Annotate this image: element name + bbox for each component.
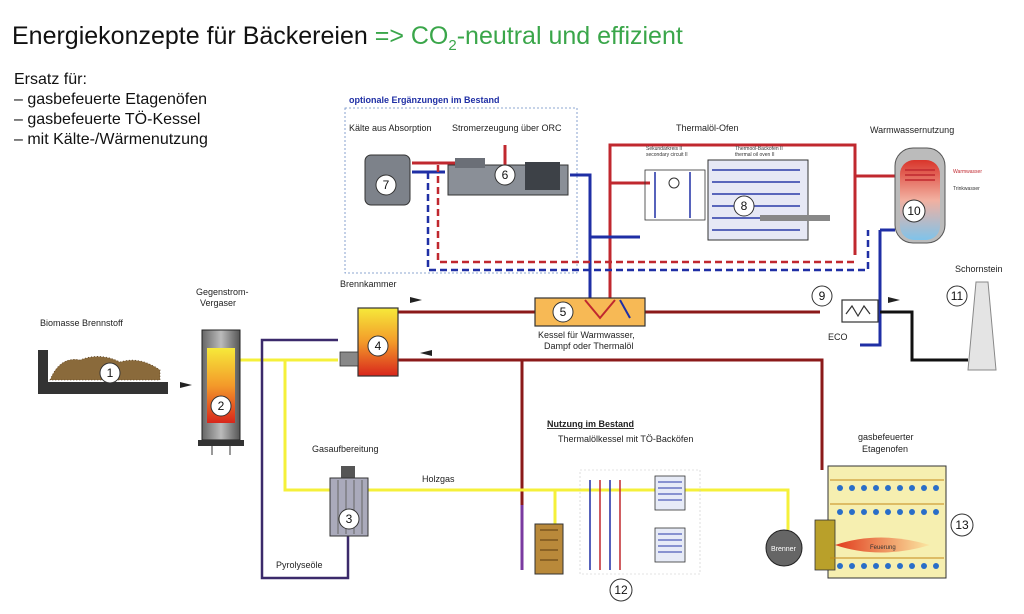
biomass-label: Biomasse Brennstoff [40,318,123,328]
thermoil-oven-label: Thermoöl-Backofen II [735,146,783,152]
arrow-in [420,350,432,356]
title-subscript: 2 [448,37,457,54]
pipe-blue-oven-return [588,235,640,300]
intro-heading: Ersatz für: [14,71,87,88]
badge-2-label: 2 [218,399,225,413]
deck-oven-label-1: gasbefeuerter [858,432,914,442]
chimney-label: Schornstein [955,264,1003,274]
economizer: 9 [811,285,879,323]
title-main: Energiekonzepte für Bäckereien [12,22,368,50]
pipe-blue-eco [860,230,882,347]
optional-group-box [344,107,578,274]
pipe-red-warmwater [853,174,895,255]
firing-label: Feuerung [870,545,896,551]
orc-label: Stromerzeugung über ORC [452,123,562,133]
gas-treatment-unit: 3 [329,466,369,537]
pipe-flue-gas [880,310,968,362]
badge-10-label: 10 [907,204,921,218]
secondary-circuit-label: Sekundärkreis II [646,146,682,152]
warmwasser-label: Warmwasser [953,169,982,175]
pipe-pyrolysis-oil [260,338,350,580]
badge-3 [338,508,360,530]
pipe-blue-orc [570,173,592,238]
pyrolysis-label: Pyrolyseöle [276,560,323,570]
intro-item-3: – mit Kälte-/Wärmenutzung [14,131,208,148]
gasifier-label-1: Gegenstrom- [196,287,249,297]
badge-2 [210,395,232,417]
badge-1-label: 1 [107,366,114,380]
biomass-store: 1 [38,350,168,394]
arrow-out [410,297,422,303]
pipe-dashed-blue [426,172,870,272]
eco-label: ECO [828,332,848,342]
page-title: Energiekonzepte für Bäckereien => CO2-ne… [12,22,683,54]
badge-13 [950,513,974,537]
orc-unit: 6 [447,158,569,196]
secondary-circuit-en-label: secondary circuit II [646,152,688,158]
wood-gas-label: Holzgas [422,474,455,484]
badge-6 [494,164,516,186]
deck-oven: 13 [765,465,974,579]
pipe-dashed-red [436,165,857,264]
arrow-biomass [180,382,192,388]
title-arrow-part: => CO [374,22,449,50]
gas-treatment-label: Gasaufbereitung [312,444,379,454]
badge-4 [367,335,389,357]
boiler-label-1: Kessel für Warmwasser, [538,330,635,340]
pipe-gas-to-treatment [283,360,330,492]
absorption-label: Kälte aus Absorption [349,123,432,133]
badge-9-label: 9 [819,289,826,303]
title-accent: => CO2-neutral und effizient [374,22,683,54]
title-rest: -neutral und effizient [456,22,683,50]
badge-7-label: 7 [383,178,390,192]
badge-12 [609,578,633,602]
badge-8 [733,195,755,217]
badge-12-label: 12 [614,583,628,597]
warm-water-label: Warmwassernutzung [870,125,954,135]
pipe-holzgas [368,488,790,530]
badge-10 [902,199,926,223]
badge-6-label: 6 [502,168,509,182]
trinkwasser-label: Trinkwasser [953,186,980,192]
badge-11-label: 11 [951,289,964,303]
deck-oven-label-2: Etagenofen [862,444,908,454]
badge-7 [375,174,397,196]
badge-13-label: 13 [955,518,969,532]
thermal-oil-boiler-label: Thermalölkessel mit TÖ-Backöfen [558,434,693,444]
badge-9 [811,285,833,307]
badge-3-label: 3 [346,512,353,526]
badge-5-label: 5 [560,305,567,319]
badge-8-label: 8 [741,199,748,213]
thermal-oil-oven: 8 [644,159,830,241]
flow-arrows [180,297,900,388]
arrow-flue [888,297,900,303]
pipe-return-hot [398,358,824,470]
intro-item-2: – gasbefeuerte TÖ-Kessel [14,111,201,128]
burner-label: Brenner [771,546,797,553]
gasifier: 2 [198,329,244,455]
absorption-chiller: 7 [364,154,411,206]
badge-11 [946,285,968,307]
optional-group-label: optionale Ergänzungen im Bestand [349,95,500,105]
combustion-chamber-label: Brennkammer [340,279,397,289]
thermal-oven-label: Thermalöl-Ofen [676,123,739,133]
badge-4-label: 4 [375,339,382,353]
thermoil-oven-en-label: thermal oil oven II [735,152,774,158]
combustion-chamber: 4 [339,307,399,377]
existing-use-label: Nutzung im Bestand [547,419,634,429]
thermal-oil-boiler: 12 [534,469,701,602]
boiler-label-2: Dampf oder Thermalöl [544,341,633,351]
badge-1 [99,362,121,384]
gasifier-label-2: Vergaser [200,298,236,308]
intro-item-1: – gasbefeuerte Etagenöfen [14,91,208,108]
intro-list: Ersatz für: – gasbefeuerte Etagenöfen – … [14,70,208,150]
boiler: 5 [534,297,646,327]
hot-water-tank: 10 [894,147,946,244]
chimney: 11 [946,281,997,371]
badge-5 [552,301,574,323]
